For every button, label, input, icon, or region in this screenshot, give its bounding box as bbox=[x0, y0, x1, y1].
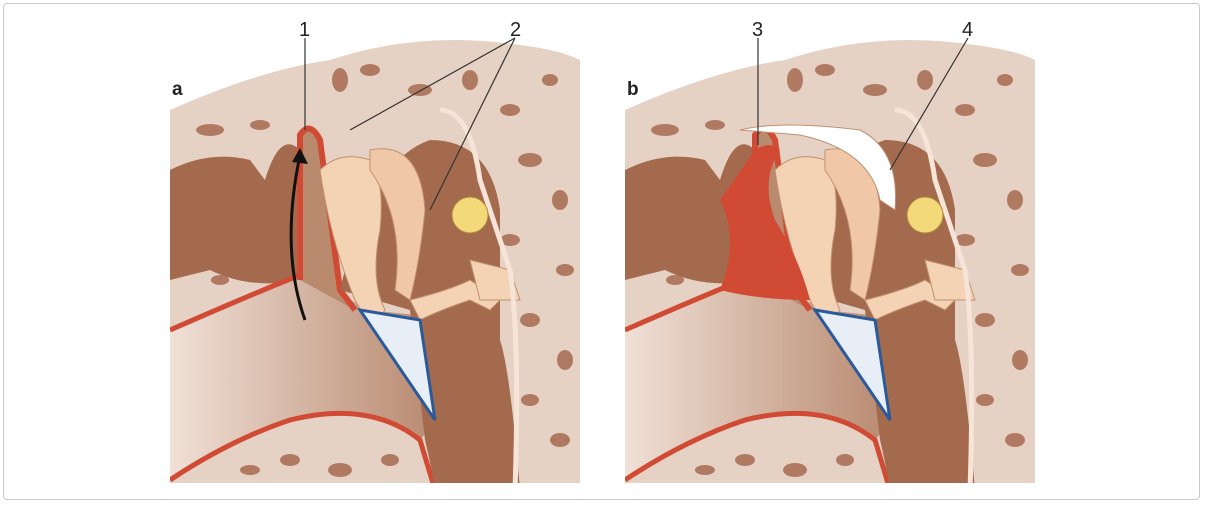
leader-line-2a bbox=[349, 37, 516, 131]
leader-line-2b bbox=[429, 37, 516, 211]
label-2: 2 bbox=[510, 19, 521, 41]
panel-a: a 1 2 bbox=[170, 19, 590, 490]
figure-frame bbox=[3, 3, 1200, 500]
leader-line-4 bbox=[889, 37, 969, 171]
label-1: 1 bbox=[299, 19, 310, 41]
arrowhead-icon bbox=[292, 148, 308, 164]
panel-letter-a: a bbox=[172, 79, 183, 100]
panel-b: b 3 4 bbox=[625, 19, 1045, 490]
retraction-pocket bbox=[739, 124, 897, 211]
label-4: 4 bbox=[962, 19, 973, 41]
cholesteatoma bbox=[720, 145, 810, 300]
panel-letter-b: b bbox=[627, 79, 639, 100]
label-3: 3 bbox=[752, 19, 763, 41]
arrow-ventilation-path bbox=[289, 154, 307, 321]
